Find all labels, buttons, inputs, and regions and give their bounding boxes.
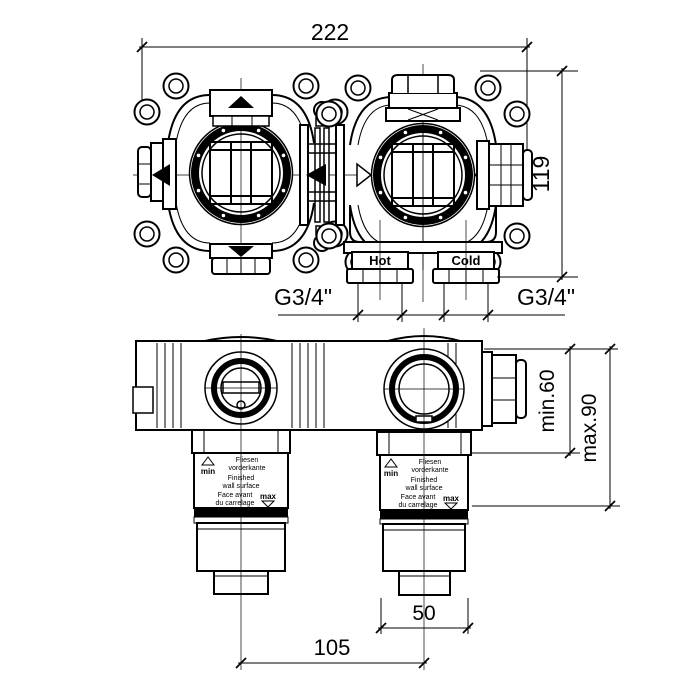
flow-arrow-left-icon: [306, 164, 326, 186]
dim-overall-width: 222: [136, 19, 533, 150]
gauge-text-fr: Face avant: [401, 494, 436, 501]
thread-left-value: G3/4": [274, 284, 332, 310]
gauge-arrow-down-icon: [443, 502, 459, 510]
depth-max-value: max.90: [578, 394, 601, 463]
housing-body: [132, 335, 527, 431]
gauge-arrow-up-icon: [201, 456, 215, 466]
right-outlet-fitting-side: [481, 351, 527, 427]
gauge-text-de: Fliesen: [419, 459, 442, 466]
gauge-text-fr: du carrelage: [399, 502, 438, 509]
dim-center-distance: 105: [235, 635, 430, 669]
thread-right-value: G3/4": [517, 284, 575, 310]
flow-arrow-left-icon: [152, 164, 170, 186]
dim-depth-min: min.60: [472, 343, 618, 459]
dim-height-value: 119: [528, 156, 554, 193]
gauge-min-label: min: [201, 467, 215, 476]
dim-width-value: 222: [311, 19, 349, 45]
bowtie-mark: [356, 162, 373, 188]
top-view-front-elevation: 222: [133, 19, 578, 322]
dim-105-value: 105: [314, 635, 351, 660]
gauge-arrow-down-icon: [260, 500, 276, 508]
dim-port-width: 50: [375, 598, 474, 634]
dim-depth-max: max.90: [472, 343, 620, 512]
gauge-max-label: max: [260, 492, 277, 501]
dim-50-value: 50: [412, 602, 435, 625]
left-valve-station: [135, 74, 348, 275]
gauge-max-label: max: [443, 494, 460, 503]
gauge-text-en: wall surface: [222, 483, 260, 490]
dim-overall-height: 119: [480, 65, 578, 283]
inlet-manifold: Hot Cold: [343, 205, 503, 300]
bottom-view-depth: min Fliesen vorderkante Finished wall su…: [132, 328, 620, 670]
right-valve-station: Hot Cold: [317, 64, 533, 302]
depth-min-value: min.60: [536, 369, 559, 432]
gauge-text-fr: du carrelage: [216, 500, 255, 507]
left-outlet-fitting: [137, 138, 177, 210]
gauge-text-en: wall surface: [405, 485, 443, 492]
gauge-text-fr: Face avant: [218, 492, 253, 499]
gauge-arrow-up-icon: [384, 458, 398, 468]
gauge-min-label: min: [384, 469, 398, 478]
dim-tick: [136, 41, 148, 53]
flow-arrow-up-icon: [228, 96, 254, 108]
gauge-text-de: vorderkante: [229, 465, 266, 472]
gauge-text-de: Fliesen: [236, 457, 259, 464]
flow-arrow-down-icon: [228, 246, 254, 257]
dim-tick: [521, 41, 533, 53]
dim-thread-size: G3/4" G3/4": [274, 284, 575, 322]
gauge-text-de: vorderkante: [412, 467, 449, 474]
top-hex-cap: [385, 74, 461, 122]
right-outlet-fitting: [476, 140, 533, 210]
